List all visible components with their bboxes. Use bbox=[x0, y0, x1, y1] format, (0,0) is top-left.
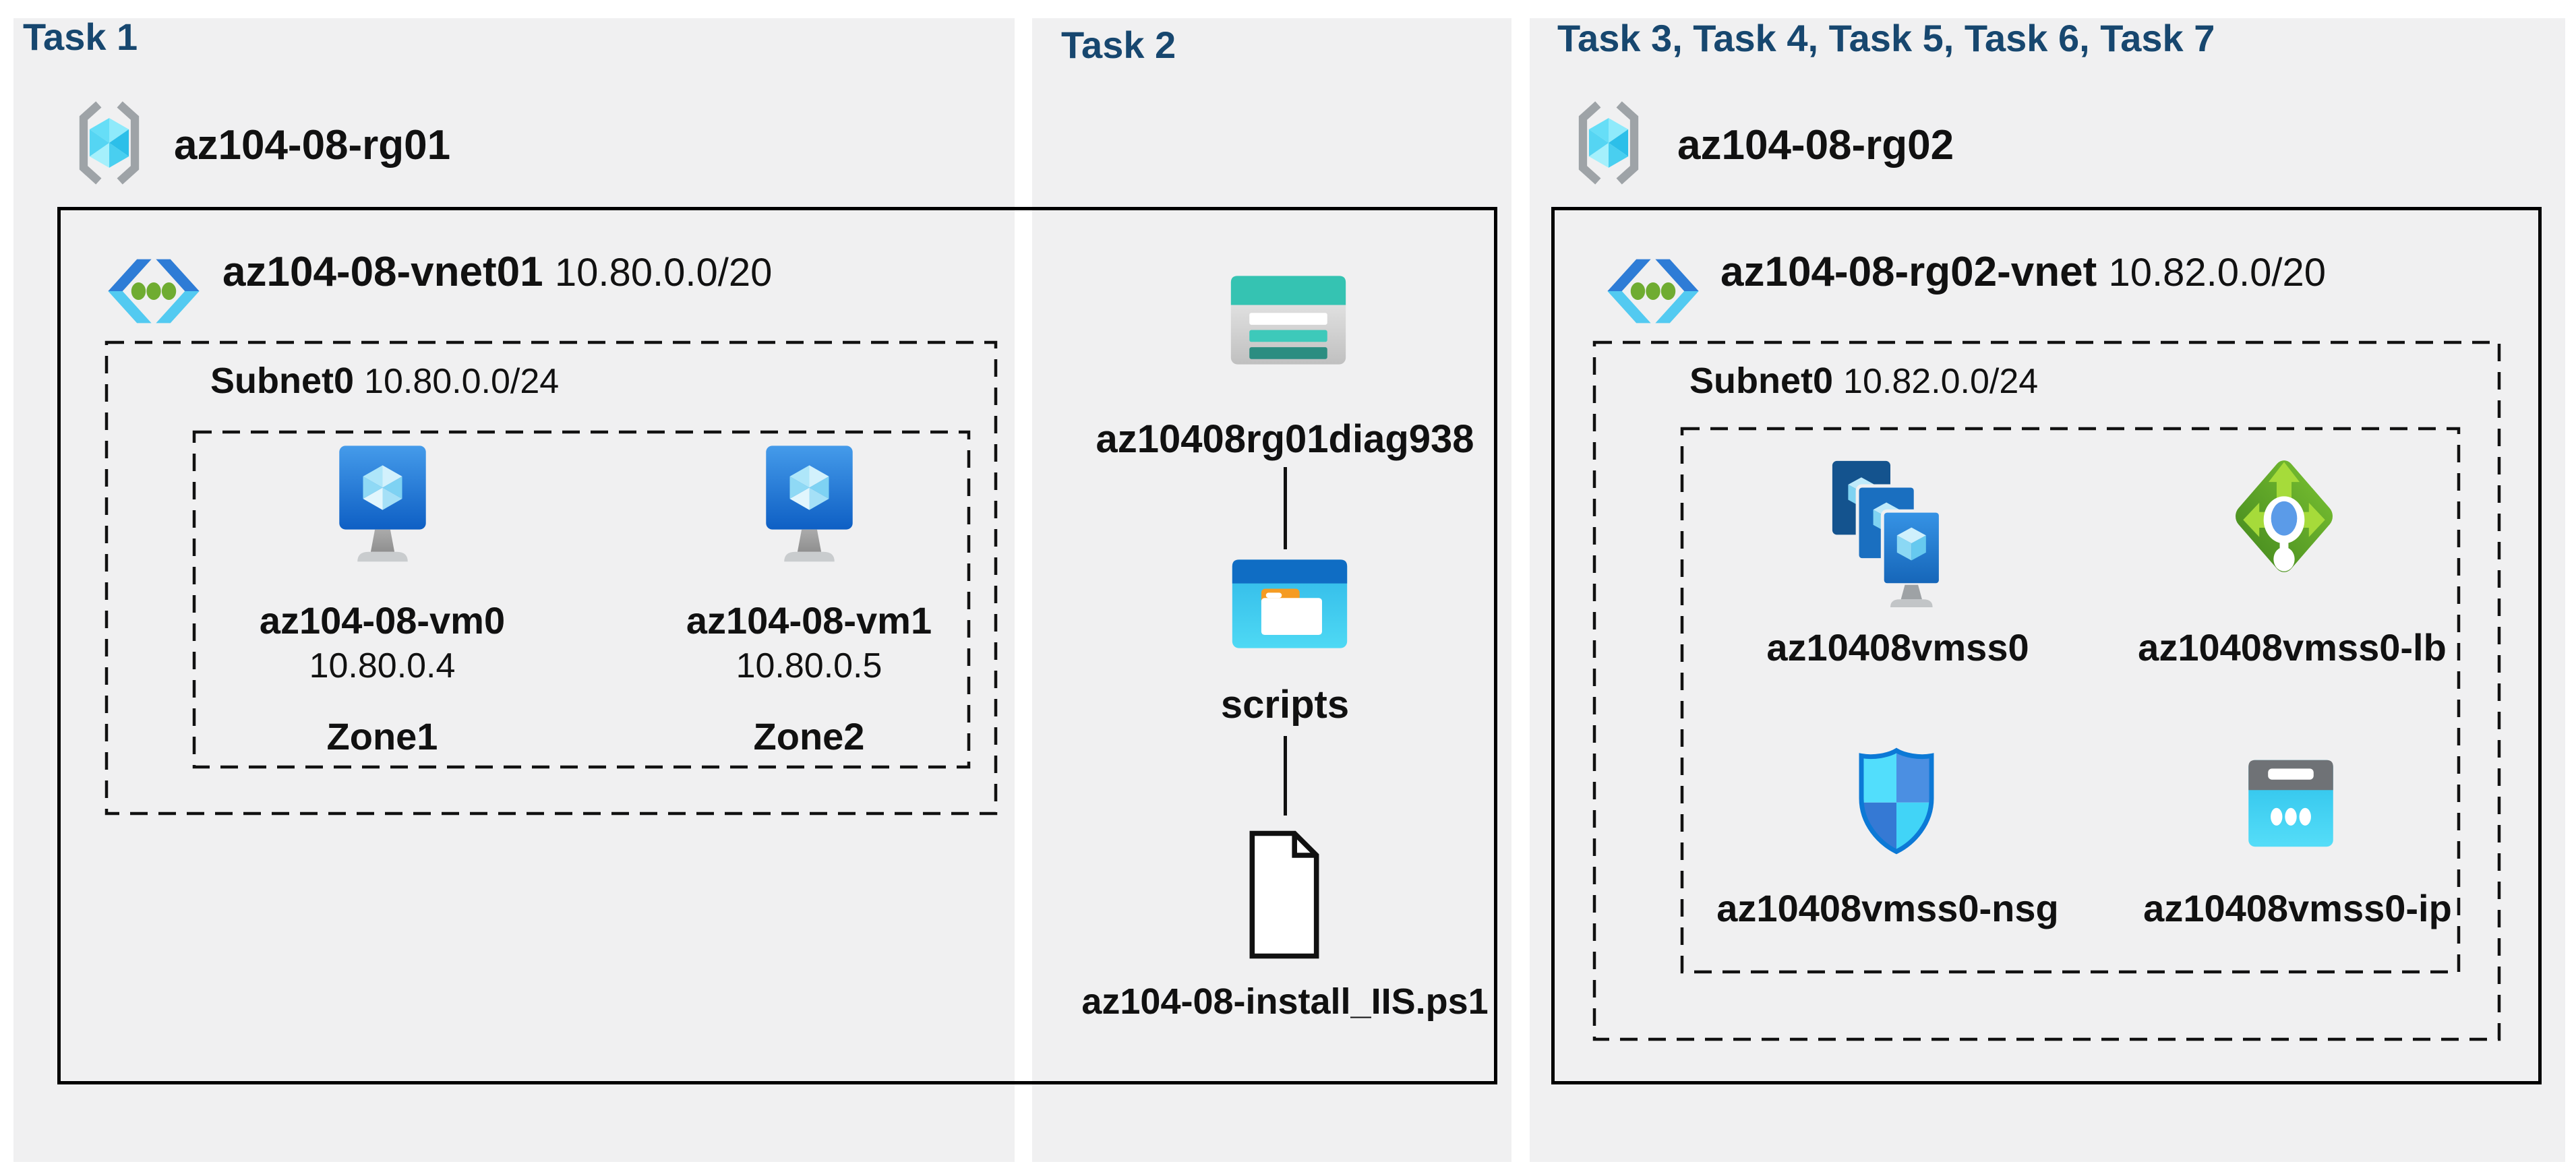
vnet01-cidr: 10.80.0.0/20 bbox=[554, 251, 773, 295]
subnet0-name-task3: Subnet0 bbox=[1689, 361, 1834, 401]
scripts-folder-label: scripts bbox=[1220, 683, 1350, 727]
vm0-ip: 10.80.0.4 bbox=[309, 646, 456, 685]
task3-heading: Task 3, Task 4, Task 5, Task 6, Task 7 bbox=[1557, 17, 2215, 59]
folder-icon bbox=[1232, 559, 1348, 648]
rg02-boundary-box bbox=[1551, 207, 2542, 1084]
subnet0-box-task3 bbox=[1592, 340, 2501, 1041]
resource-group-icon bbox=[79, 101, 140, 185]
rg01-label: az104-08-rg01 bbox=[174, 122, 451, 168]
vnet01-name: az104-08-vnet01 bbox=[222, 249, 543, 295]
vnet-icon bbox=[1607, 259, 1699, 324]
public-ip-icon bbox=[2248, 760, 2333, 847]
vm0-name: az104-08-vm0 bbox=[259, 599, 506, 642]
vm-zone-box bbox=[192, 430, 971, 769]
vmss-icon bbox=[1832, 460, 1942, 607]
vm1-ip: 10.80.0.5 bbox=[736, 646, 882, 685]
connector-folder-to-file bbox=[1284, 736, 1287, 816]
storage-account-label: az10408rg01diag938 bbox=[1096, 417, 1474, 461]
vm-icon bbox=[766, 446, 853, 562]
vm1-zone: Zone2 bbox=[753, 715, 865, 758]
subnet0-name-task1: Subnet0 bbox=[210, 361, 355, 401]
task1-heading: Task 1 bbox=[23, 16, 138, 58]
task2-heading: Task 2 bbox=[1061, 24, 1176, 66]
nsg-icon bbox=[1859, 747, 1934, 855]
vm-icon bbox=[339, 446, 426, 562]
subnet0-cidr-task3: 10.82.0.0/24 bbox=[1843, 362, 2039, 401]
connector-storage-to-folder bbox=[1284, 467, 1287, 549]
vmss-resource-box bbox=[1680, 427, 2461, 974]
nsg-label: az10408vmss0-nsg bbox=[1716, 887, 2059, 929]
vnet01-label: az104-08-vnet01 10.80.0.0/20 bbox=[222, 248, 772, 296]
load-balancer-icon bbox=[2236, 460, 2333, 572]
subnet0-label-task3: Subnet0 10.82.0.0/24 bbox=[1689, 360, 2038, 402]
rg02-label: az104-08-rg02 bbox=[1677, 122, 1954, 168]
vnet-icon bbox=[108, 259, 200, 324]
subnet0-cidr-task1: 10.80.0.0/24 bbox=[364, 362, 560, 401]
rg01-boundary-box bbox=[57, 207, 1497, 1084]
storage-account-icon bbox=[1230, 276, 1346, 365]
file-icon bbox=[1249, 830, 1319, 959]
vnet02-cidr: 10.82.0.0/20 bbox=[2108, 251, 2327, 295]
script-file-label: az104-08-install_IIS.ps1 bbox=[1081, 981, 1489, 1022]
resource-group-icon bbox=[1578, 101, 1639, 185]
load-balancer-label: az10408vmss0-lb bbox=[2138, 626, 2447, 669]
vnet02-label: az104-08-rg02-vnet 10.82.0.0/20 bbox=[1720, 248, 2326, 296]
vmss-label: az10408vmss0 bbox=[1766, 626, 2029, 669]
vnet02-name: az104-08-rg02-vnet bbox=[1720, 249, 2097, 295]
vm1-name: az104-08-vm1 bbox=[686, 599, 932, 642]
subnet0-label-task1: Subnet0 10.80.0.0/24 bbox=[210, 360, 559, 402]
vm0-zone: Zone1 bbox=[326, 715, 438, 758]
public-ip-label: az10408vmss0-ip bbox=[2143, 887, 2452, 929]
